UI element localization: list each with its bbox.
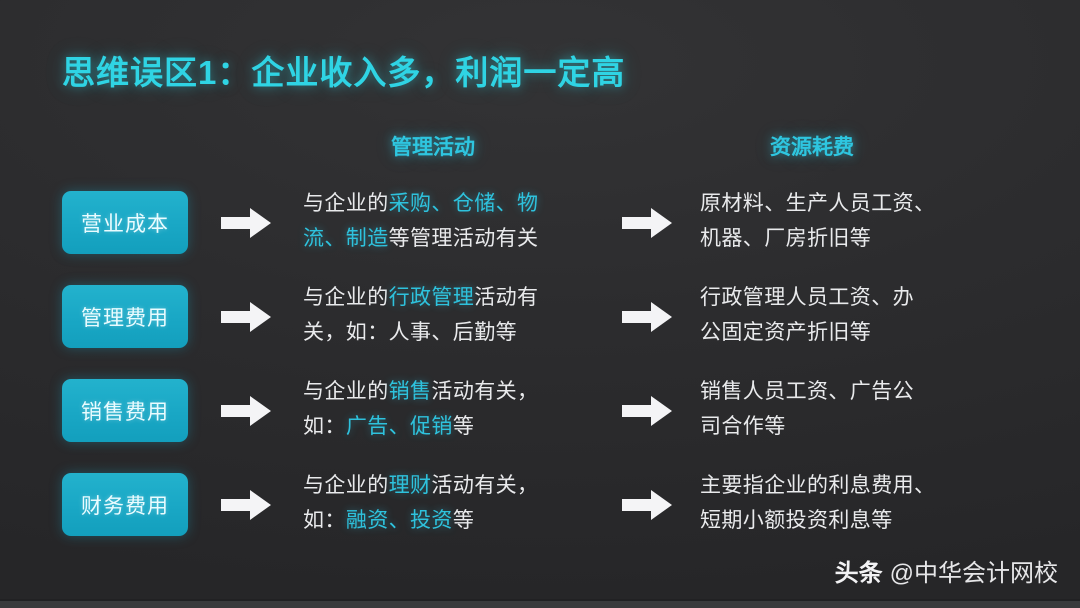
expense-category-chip-4[interactable]: 财务费用 xyxy=(62,473,188,536)
resource-consumption-text: 原材料、生产人员工资、机器、厂房折旧等 xyxy=(700,186,1040,256)
activity-line-1: 与企业的采购、仓储、物 xyxy=(303,186,623,221)
expense-row: 销售费用与企业的销售活动有关，如：广告、促销等销售人员工资、广告公司合作等 xyxy=(0,374,1080,468)
resource-line-1: 销售人员工资、广告公 xyxy=(700,380,914,403)
expense-category-label: 销售费用 xyxy=(81,400,169,424)
expense-row: 营业成本与企业的采购、仓储、物流、制造等管理活动有关原材料、生产人员工资、机器、… xyxy=(0,186,1080,280)
arrow-right-icon xyxy=(221,396,271,426)
expense-category-chip-2[interactable]: 管理费用 xyxy=(62,285,188,348)
management-activity-text: 与企业的理财活动有关，如：融资、投资等 xyxy=(303,468,623,538)
resource-line-2: 公固定资产折旧等 xyxy=(700,321,872,344)
resource-line-2: 短期小额投资利息等 xyxy=(700,509,893,532)
expense-row: 管理费用 与企业的行政管理活动有关，如：人事、后勤等 行政管理人员工资、办公固定资产… xyxy=(0,280,1080,374)
expense-category-label: 营业成本 xyxy=(81,212,169,236)
resource-line-1: 行政管理人员工资、办 xyxy=(700,286,914,309)
resource-consumption-text: 销售人员工资、广告公司合作等 xyxy=(700,374,1040,444)
activity-line-1: 与企业的销售活动有关， xyxy=(303,374,623,409)
arrow-right-icon xyxy=(221,208,271,238)
watermark: 头条 @中华会计网校 xyxy=(835,553,1058,588)
expense-row: 财务费用与企业的理财活动有关，如：融资、投资等主要指企业的利息费用、短期小额投资… xyxy=(0,468,1080,562)
resource-line-1: 主要指企业的利息费用、 xyxy=(700,474,936,497)
highlight-keyword: 理财 xyxy=(388,474,432,497)
column-header-management-activity: 管理活动 xyxy=(391,136,475,159)
watermark-brand: 头条 xyxy=(834,560,883,587)
highlight-keyword: 销售 xyxy=(388,380,432,403)
activity-line-2: 关，如：人事、后勤等 xyxy=(303,315,623,350)
expense-category-chip-3[interactable]: 销售费用 xyxy=(62,379,188,442)
arrow-right-icon xyxy=(622,302,672,332)
activity-line-2: 如：融资、投资等 xyxy=(303,503,623,538)
activity-line-1: 与企业的理财活动有关， xyxy=(303,468,623,503)
body-text: 关，如：人事、后勤等 xyxy=(303,321,517,344)
resource-line-2: 司合作等 xyxy=(700,415,786,438)
body-text: 与企业的 xyxy=(303,286,389,309)
expense-category-label: 财务费用 xyxy=(81,494,169,518)
highlight-keyword: 行政管理 xyxy=(388,286,475,309)
arrow-right-icon xyxy=(221,490,271,520)
body-text: 等 xyxy=(452,415,475,438)
body-text: 活动有 xyxy=(474,286,539,309)
highlight-keyword: 广告、促销 xyxy=(345,415,453,438)
resource-consumption-text: 主要指企业的利息费用、短期小额投资利息等 xyxy=(700,468,1040,538)
management-activity-text: 与企业的行政管理活动有关，如：人事、后勤等 xyxy=(303,280,623,350)
rows-container: 营业成本与企业的采购、仓储、物流、制造等管理活动有关原材料、生产人员工资、机器、… xyxy=(0,186,1080,562)
arrow-right-icon xyxy=(622,396,672,426)
activity-line-2: 流、制造等管理活动有关 xyxy=(303,221,623,256)
resource-line-2: 机器、厂房折旧等 xyxy=(700,227,872,250)
body-text: 与企业的 xyxy=(303,474,389,497)
highlight-keyword: 采购、仓储、物 xyxy=(388,192,539,215)
body-text: 与企业的 xyxy=(303,380,389,403)
resource-consumption-text: 行政管理人员工资、办公固定资产折旧等 xyxy=(700,280,1040,350)
column-header-resource-consumption: 资源耗费 xyxy=(770,136,854,159)
body-text: 如： xyxy=(303,415,346,438)
management-activity-text: 与企业的采购、仓储、物流、制造等管理活动有关 xyxy=(303,186,623,256)
resource-line-1: 原材料、生产人员工资、 xyxy=(700,192,936,215)
management-activity-text: 与企业的销售活动有关，如：广告、促销等 xyxy=(303,374,623,444)
body-text: 与企业的 xyxy=(303,192,389,215)
activity-line-2: 如：广告、促销等 xyxy=(303,409,623,444)
activity-line-1: 与企业的行政管理活动有 xyxy=(303,280,623,315)
body-text: 等管理活动有关 xyxy=(388,227,539,250)
body-text: 等 xyxy=(452,509,475,532)
expense-category-label: 管理费用 xyxy=(81,306,169,330)
arrow-right-icon xyxy=(622,208,672,238)
bottom-divider xyxy=(0,599,1080,601)
arrow-right-icon xyxy=(221,302,271,332)
highlight-keyword: 融资、投资 xyxy=(345,509,453,532)
page-title: 思维误区1：企业收入多，利润一定高 xyxy=(62,54,626,91)
watermark-handle: @中华会计网校 xyxy=(889,560,1058,587)
body-text: 活动有关， xyxy=(431,380,539,403)
body-text: 如： xyxy=(303,509,346,532)
highlight-keyword: 流、制造 xyxy=(303,227,389,250)
body-text: 活动有关， xyxy=(431,474,539,497)
arrow-right-icon xyxy=(622,490,672,520)
bottom-band xyxy=(0,601,1080,608)
expense-category-chip-1[interactable]: 营业成本 xyxy=(62,191,188,254)
